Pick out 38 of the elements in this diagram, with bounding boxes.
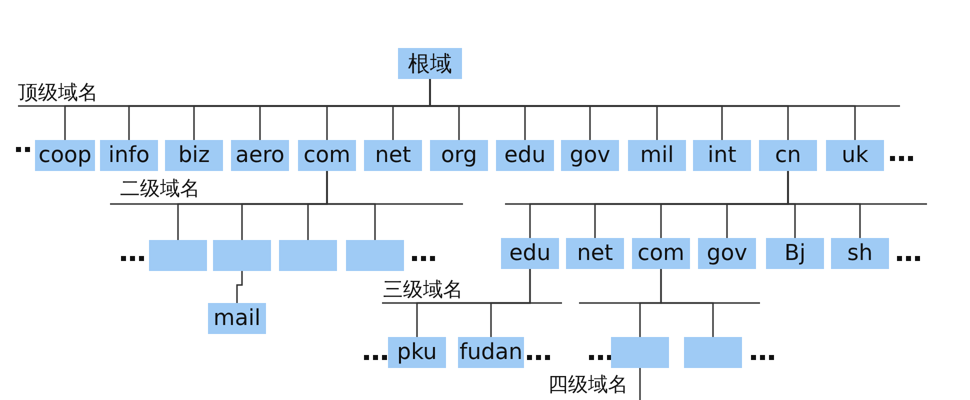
- connector: [660, 269, 714, 337]
- domain-box: [611, 337, 669, 368]
- domain-box: Bj: [766, 238, 824, 269]
- domain-box: net: [364, 140, 422, 171]
- domain-box: sh: [831, 238, 889, 269]
- domain-box: cn: [759, 140, 817, 171]
- domain-box: net: [566, 238, 624, 269]
- domain-box: uk: [826, 140, 884, 171]
- domain-box: info: [100, 140, 158, 171]
- domain-box: org: [430, 140, 488, 171]
- level-label: 顶级域名: [18, 80, 98, 104]
- domain-box: int: [693, 140, 751, 171]
- domain-box: [279, 240, 337, 271]
- domain-box: mail: [208, 303, 266, 334]
- domain-box: mil: [628, 140, 686, 171]
- domain-box: gov: [561, 140, 619, 171]
- domain-box: fudan: [458, 337, 524, 368]
- domain-box: [213, 240, 271, 271]
- connector: [236, 271, 243, 303]
- connector: [490, 269, 531, 337]
- domain-box: com: [632, 238, 690, 269]
- domain-box: gov: [698, 238, 756, 269]
- domain-box: [149, 240, 207, 271]
- domain-box: aero: [231, 140, 289, 171]
- connector: [787, 171, 861, 238]
- domain-box: com: [298, 140, 356, 171]
- domain-box: biz: [165, 140, 223, 171]
- domain-box: edu: [496, 140, 554, 171]
- domain-box: [346, 240, 404, 271]
- domain-box: pku: [388, 337, 446, 368]
- connector: [326, 171, 376, 240]
- level-label: 二级域名: [120, 176, 200, 200]
- level-label: 三级域名: [383, 277, 463, 301]
- domain-box: edu: [501, 238, 559, 269]
- root-box: 根域: [398, 48, 462, 79]
- domain-box: coop: [35, 140, 95, 171]
- domain-box: [684, 337, 742, 368]
- level-label: 四级域名: [548, 372, 628, 396]
